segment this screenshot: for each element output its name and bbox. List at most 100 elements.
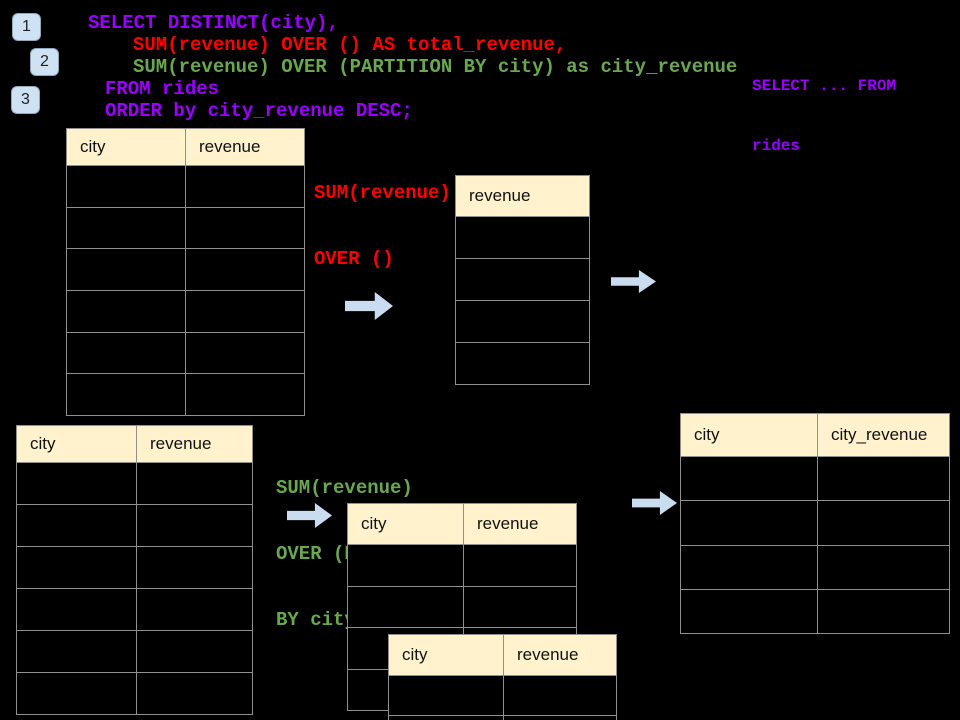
table-row <box>456 217 589 259</box>
table-row <box>17 463 252 505</box>
table-total-revenue-result: revenue <box>455 175 590 385</box>
table-cell-empty <box>186 207 304 249</box>
table-cell-empty <box>137 589 252 630</box>
table-cell-empty <box>17 631 137 672</box>
table-cell-empty <box>456 343 589 384</box>
table-row <box>17 631 252 673</box>
table-row <box>681 501 949 546</box>
table-header-row: city revenue <box>389 635 616 676</box>
table-body <box>681 457 949 633</box>
table-row <box>67 249 304 292</box>
table-cell-empty <box>17 463 137 504</box>
table-cell-empty <box>186 374 304 416</box>
table-header-row: revenue <box>456 176 589 217</box>
table-cell-empty <box>137 547 252 588</box>
table-row <box>67 332 304 375</box>
table-cell-empty <box>504 716 616 720</box>
table-cell-empty <box>67 374 186 416</box>
table-cell-empty <box>681 545 818 589</box>
column-header-revenue: revenue <box>477 514 539 533</box>
sql-line-from: FROM rides <box>105 78 220 100</box>
arrow-right-icon <box>632 491 677 515</box>
sql-line-select: SELECT DISTINCT(city), <box>88 12 339 34</box>
annotation-total-line-2: OVER () <box>314 248 394 270</box>
table-cell-empty <box>186 291 304 332</box>
column-header-city: city <box>17 426 137 462</box>
annotation-total-line-1: SUM(revenue) <box>314 182 451 204</box>
table-final-result: city city_revenue <box>680 413 950 634</box>
arrow-right-icon <box>611 270 656 293</box>
table-cell-empty <box>137 673 252 714</box>
table-cell-empty <box>137 463 252 504</box>
annotation-total-revenue: SUM(revenue) OVER () <box>314 138 451 314</box>
table-row <box>67 207 304 250</box>
table-cell-empty <box>464 545 576 586</box>
step-badge-2-label: 2 <box>40 53 49 70</box>
table-cell-empty <box>818 457 949 501</box>
table-cell-empty <box>67 332 186 374</box>
table-cell-empty <box>17 547 137 588</box>
table-header-row: city revenue <box>348 504 576 545</box>
table-header-row: city revenue <box>67 129 304 166</box>
table-header-row: city city_revenue <box>681 414 949 457</box>
table-cell-empty <box>348 586 464 627</box>
sql-query-code: SELECT DISTINCT(city), SUM(revenue) OVER… <box>88 12 737 122</box>
table-partition-overlay: city revenue <box>388 634 617 720</box>
table-row <box>681 589 949 633</box>
table-row <box>389 716 616 720</box>
column-header-city: city <box>681 414 818 456</box>
table-cell-empty <box>67 249 186 291</box>
step-badge-3-label: 3 <box>21 91 30 108</box>
step-badge-1: 1 <box>12 13 41 41</box>
step-badge-3: 3 <box>11 86 40 114</box>
column-header-city: city <box>389 635 504 675</box>
table-cell-empty <box>67 207 186 249</box>
table-row <box>681 545 949 590</box>
table-header-row: city revenue <box>17 426 252 463</box>
arrow-right-icon <box>287 503 332 528</box>
table-cell-empty <box>818 589 949 633</box>
table-row <box>17 505 252 547</box>
table-cell-empty <box>818 545 949 589</box>
table-cell-empty <box>186 166 304 207</box>
annotation-partition-line-1: SUM(revenue) <box>276 477 413 499</box>
table-row <box>389 676 616 716</box>
table-row <box>67 291 304 333</box>
table-cell-empty <box>17 673 137 714</box>
arrow-right-icon <box>345 292 393 320</box>
table-cell-empty <box>456 217 589 258</box>
table-row <box>17 547 252 589</box>
table-cell-empty <box>504 676 616 715</box>
sql-line-order: ORDER by city_revenue DESC; <box>105 100 413 122</box>
table-row <box>17 589 252 631</box>
step-badge-2: 2 <box>30 48 59 76</box>
table-cell-empty <box>389 716 504 720</box>
table-source-rides-bottom: city revenue <box>16 425 253 715</box>
table-cell-empty <box>818 501 949 545</box>
table-cell-empty <box>456 259 589 300</box>
table-row <box>67 374 304 416</box>
column-header-revenue: revenue <box>199 137 261 156</box>
table-body <box>389 676 616 720</box>
table-cell-empty <box>681 457 818 501</box>
side-note-line-2: rides <box>752 137 801 155</box>
table-cell-empty <box>681 589 818 633</box>
table-body <box>456 217 589 384</box>
step-badge-1-label: 1 <box>22 18 31 35</box>
table-row <box>456 301 589 343</box>
column-header-city: city <box>348 504 464 544</box>
table-cell-empty <box>389 676 504 715</box>
table-cell-empty <box>681 501 818 545</box>
table-body <box>67 166 304 416</box>
sql-line-total: SUM(revenue) OVER () AS total_revenue, <box>133 34 567 56</box>
table-cell-empty <box>464 586 576 627</box>
column-header-city: city <box>67 129 186 165</box>
table-cell-empty <box>67 166 186 207</box>
column-header-revenue: revenue <box>469 186 531 205</box>
table-body <box>17 463 252 714</box>
table-row <box>348 545 576 587</box>
table-cell-empty <box>137 631 252 672</box>
column-header-revenue: revenue <box>517 645 579 664</box>
table-cell-empty <box>456 301 589 342</box>
